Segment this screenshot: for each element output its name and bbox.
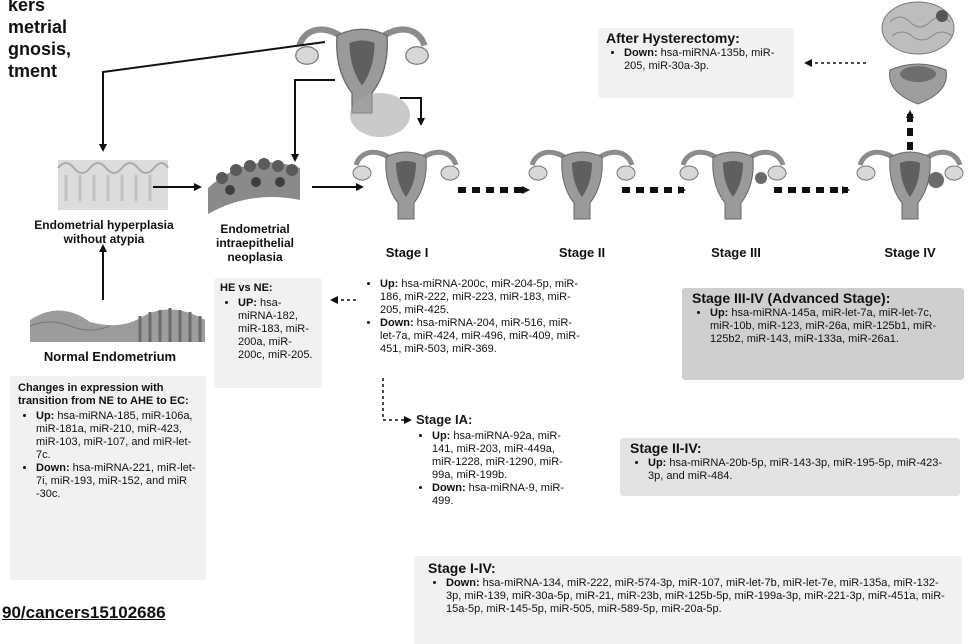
- neoplasia-illustration: [208, 158, 300, 214]
- normal-endometrium-illustration: [30, 308, 205, 342]
- list-stage-i: Up: hsa-miRNA-200c, miR-204-5p, miR-186,…: [362, 278, 584, 356]
- box-title: Changes in expression with transition fr…: [18, 382, 198, 408]
- list-item: Down: hsa-miRNA-9, miR-499.: [432, 482, 574, 508]
- arrow-stage-i-to-stage-ia: [383, 378, 410, 420]
- list-stage-ia: Up: hsa-miRNA-92a, miR-141, miR-203, miR…: [414, 430, 574, 508]
- list-item: UP: hsa-miRNA-182, miR-183, miR-200a, mi…: [238, 297, 316, 362]
- stage-label-iv: Stage IV: [872, 245, 948, 260]
- box-title: Stage III-IV (Advanced Stage):: [692, 292, 954, 305]
- uterus-illustration-stage-ii: [529, 152, 635, 219]
- stage-label-i: Stage I: [372, 245, 442, 260]
- arrow-uterus-to-hyperplasia: [103, 42, 325, 150]
- list-item: Up: hsa-miRNA-185, miR-106a, miR-181a, m…: [36, 410, 198, 462]
- box-title: Stage I-IV:: [428, 562, 948, 575]
- list-item: Up: hsa-miRNA-200c, miR-204-5p, miR-186,…: [380, 278, 584, 317]
- box-title: Stage II-IV:: [630, 442, 950, 455]
- list-item: Up: hsa-miRNA-20b-5p, miR-143-3p, miR-19…: [648, 457, 950, 483]
- box-stage-ii-iv: Stage II-IV: Up: hsa-miRNA-20b-5p, miR-1…: [620, 438, 960, 496]
- list-item: Down: hsa-miRNA-204, miR-516, miR-let-7a…: [380, 317, 584, 356]
- stage-ia-title: Stage IA:: [416, 412, 472, 427]
- arrow-uterus-to-neoplasia: [295, 80, 335, 160]
- list-item: Down: hsa-miRNA-134, miR-222, miR-574-3p…: [446, 577, 948, 616]
- list-item: Up: hsa-miRNA-145a, miR-let-7a, miR-let-…: [710, 307, 954, 346]
- stage-label-ii: Stage II: [544, 245, 620, 260]
- uterus-illustration-stage-i: [353, 152, 459, 219]
- box-stage-i-iv: Stage I-IV: Down: hsa-miRNA-134, miR-222…: [414, 556, 962, 644]
- hyperplasia-illustration: [58, 160, 168, 210]
- label-neoplasia: Endometrial intraepithelial neoplasia: [210, 222, 300, 264]
- label-normal-endometrium: Normal Endometrium: [10, 350, 210, 364]
- box-title: HE vs NE:: [220, 282, 316, 295]
- list-item: Down: hsa-miRNA-221, miR-let-7i, miR-193…: [36, 462, 198, 501]
- list-item: Up: hsa-miRNA-92a, miR-141, miR-203, miR…: [432, 430, 574, 482]
- bladder-illustration: [890, 64, 947, 104]
- list-item: Down: hsa-miRNA-135b, miR-205, miR-30a-3…: [624, 47, 786, 73]
- box-changes-in-expression: Changes in expression with transition fr…: [10, 376, 206, 580]
- box-he-vs-ne: HE vs NE: UP: hsa-miRNA-182, miR-183, mi…: [214, 278, 322, 388]
- box-stage-iii-iv: Stage III-IV (Advanced Stage): Up: hsa-m…: [682, 288, 964, 380]
- uterus-illustration-stage-iv: [857, 152, 963, 219]
- box-after-hysterectomy: After Hysterectomy: Down: hsa-miRNA-135b…: [598, 28, 794, 98]
- stage-label-iii: Stage III: [696, 245, 776, 260]
- brain-illustration: [882, 2, 954, 54]
- pelvis-illustration: [350, 93, 410, 137]
- label-hyperplasia: Endometrial hyperplasia without atypia: [14, 218, 194, 246]
- doi-link[interactable]: 90/cancers15102686: [2, 603, 166, 623]
- uterus-illustration-stage-iii: [680, 152, 786, 219]
- box-title: After Hysterectomy:: [606, 32, 786, 45]
